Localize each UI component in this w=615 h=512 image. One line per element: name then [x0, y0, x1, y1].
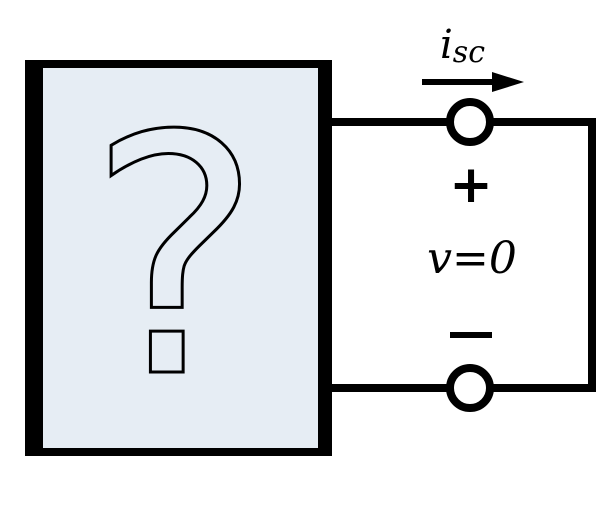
terminal-bottom — [446, 364, 494, 412]
terminal-top — [446, 98, 494, 146]
current-label: isc — [440, 22, 485, 70]
arrow-head-icon — [492, 72, 524, 92]
question-mark: ? — [87, 66, 262, 450]
voltage-label: v=0 — [427, 233, 517, 284]
plus-sign: + — [449, 155, 493, 215]
box-right-border — [318, 60, 332, 456]
box-left-border — [25, 60, 43, 456]
minus-sign — [450, 332, 492, 338]
